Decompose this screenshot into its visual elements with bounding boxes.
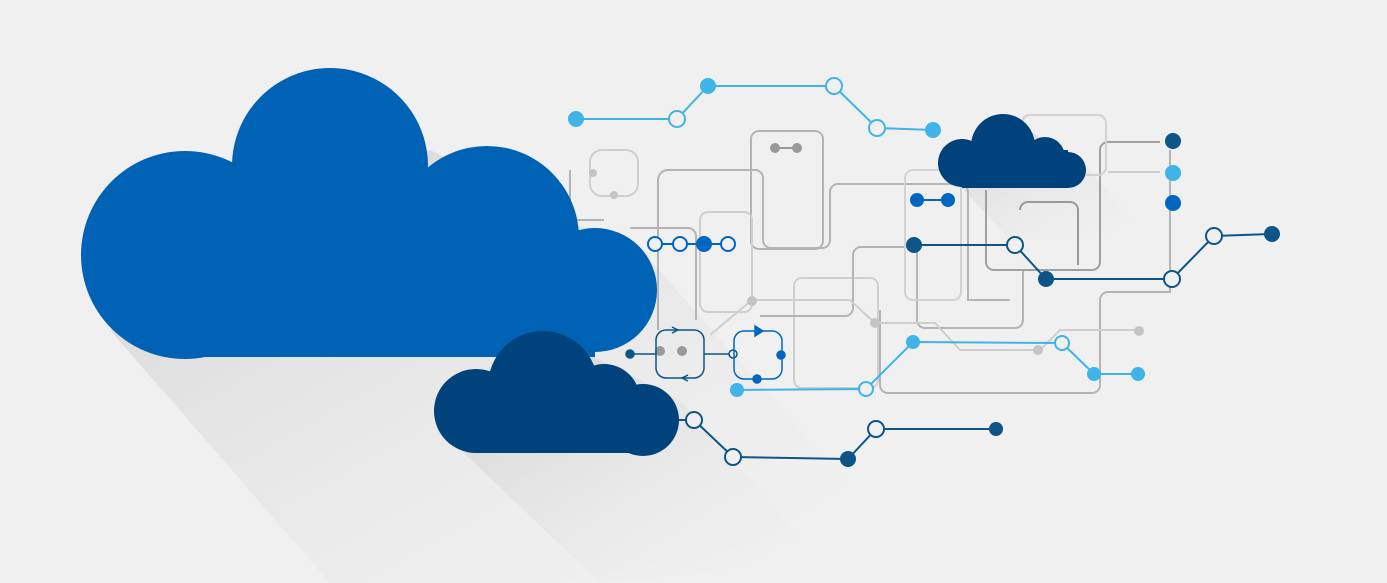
sync-cycle-icon (625, 326, 738, 382)
small-cloud-icon (434, 331, 679, 456)
circuit-paths (569, 114, 1171, 394)
network-node-icon (989, 422, 1003, 436)
network-node-icon (1054, 335, 1070, 351)
network-node-icon (1163, 270, 1181, 288)
large-cloud-icon (81, 68, 657, 359)
network-line-top (568, 77, 941, 138)
network-node-icon (868, 119, 886, 137)
network-node-icon (858, 381, 874, 397)
network-node-icon (700, 78, 716, 94)
network-node-icon (730, 383, 744, 397)
network-node-icon (925, 122, 941, 138)
network-line-right (906, 226, 1280, 288)
network-node-icon (1131, 367, 1145, 381)
network-node-icon (685, 411, 703, 429)
network-node-icon (724, 448, 742, 466)
network-node-icon (867, 420, 885, 438)
status-dots (1165, 133, 1181, 211)
top-right-cloud-icon (938, 114, 1086, 188)
network-line-middle (730, 335, 1145, 397)
sync-cycle-icon (733, 324, 786, 384)
node-row (647, 193, 955, 252)
network-node-icon (825, 77, 843, 95)
network-node-icon (568, 111, 584, 127)
network-node-icon (1087, 367, 1101, 381)
network-node-icon (1205, 227, 1223, 245)
network-node-icon (1038, 271, 1054, 287)
network-node-icon (1006, 236, 1024, 254)
network-line-bottom (667, 411, 1003, 467)
network-node-icon (906, 237, 922, 253)
gray-nodes (589, 143, 1144, 356)
network-node-icon (840, 451, 856, 467)
network-node-icon (906, 335, 920, 349)
network-node-icon (668, 110, 686, 128)
network-node-icon (1264, 226, 1280, 242)
